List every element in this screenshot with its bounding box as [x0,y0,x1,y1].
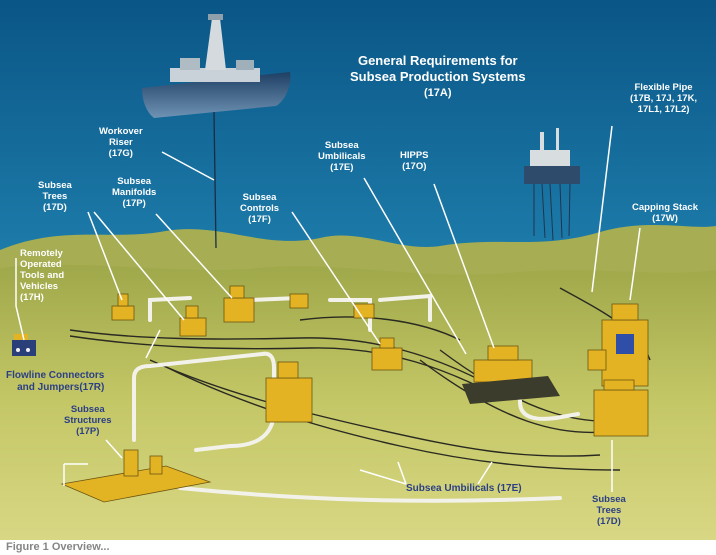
trees-left-line1: Subsea [38,180,72,191]
hipps-label: HIPPS (17O) [400,150,429,172]
workover-riser-label: Workover Riser (17G) [99,126,143,159]
subsea-equipment [111,285,649,437]
subsea-manifolds-label: Subsea Manifolds (17P) [112,176,156,209]
workover-riser-line2: Riser [108,137,133,148]
subsea-trees-right-label: Subsea Trees (17D) [592,494,626,527]
trees-right-line2: Trees [596,505,622,516]
subsea-structure-template [60,449,212,503]
rotv-line1: Remotely [20,248,63,259]
manifolds-line1: Subsea [117,176,152,187]
rotv-label: Remotely Operated Tools and Vehicles (17… [20,248,64,303]
trees-right-code: (17D) [597,516,621,527]
umbilicals-top-line2: Umbilicals [318,151,366,162]
flexible-pipe-line1: Flexible Pipe [634,82,693,93]
general-code: (17A) [424,87,452,99]
capping-stack-panel [616,334,634,354]
hipps-base [462,376,560,404]
structures-line2: Structures [64,415,112,426]
umbilicals-top-code: (17E) [330,162,354,173]
general-line2: Subsea Production Systems [350,69,526,84]
trees-right-line1: Subsea [592,494,626,505]
capping-stack-code: (17W) [652,213,678,224]
rotv-line4: Vehicles [20,281,59,292]
subsea-umbilicals-top-label: Subsea Umbilicals (17E) [318,140,366,173]
controls-code: (17F) [248,214,271,225]
trees-left-line2: Trees [42,191,68,202]
workover-riser-code: (17G) [108,148,133,159]
hipps-code: (17O) [402,161,427,172]
subsea-structures-label: Subsea Structures (17P) [64,404,112,437]
umbilicals-top-line1: Subsea [324,140,359,151]
caption-fragment: Figure 1 Overview... [6,541,110,553]
hipps-line1: HIPPS [400,150,429,161]
drilling-ship [142,14,291,118]
rotv-code: (17H) [20,292,44,303]
riser-line [213,111,217,249]
controls-line2: Controls [240,203,280,214]
subsea-controls-label: Subsea Controls (17F) [240,192,279,225]
capping-stack-line1: Capping Stack [632,202,698,213]
flowline-line2: and Jumpers(17R) [17,382,105,393]
rotv-line2: Operated [20,259,62,270]
manifolds-line2: Manifolds [112,187,157,198]
subsea-trees-left-label: Subsea Trees (17D) [38,180,72,213]
flowline-line1: Flowline Connectors [6,370,105,381]
capping-stack-label: Capping Stack (17W) [632,202,698,224]
trees-left-code: (17D) [43,202,67,213]
caption-strip: Figure 1 Overview... [0,540,716,555]
rotv-line3: Tools and [20,270,65,281]
flexible-pipe-line2: (17B, 17J, 17K, [630,93,698,104]
structures-line1: Subsea [70,404,105,415]
flexible-pipe-label: Flexible Pipe (17B, 17J, 17K, 17L1, 17L2… [630,82,697,115]
structures-code: (17P) [76,426,100,437]
flexible-pipe-line3: 17L1, 17L2) [637,104,690,115]
flowline-connectors-label: Flowline Connectors and Jumpers(17R) [6,370,104,394]
workover-riser-line1: Workover [99,126,143,137]
leader-lines [15,125,641,492]
controls-line1: Subsea [242,192,277,203]
production-platform [524,128,580,241]
rov-vehicle [12,334,36,356]
subsea-umbilicals-bottom-label: Subsea Umbilicals (17E) [406,483,522,494]
general-requirements-label: General Requirements for Subsea Producti… [350,53,526,101]
manifolds-code: (17P) [122,198,146,209]
general-line1: General Requirements for [357,53,518,68]
umbilicals-bottom-text: Subsea Umbilicals (17E) [406,483,522,494]
